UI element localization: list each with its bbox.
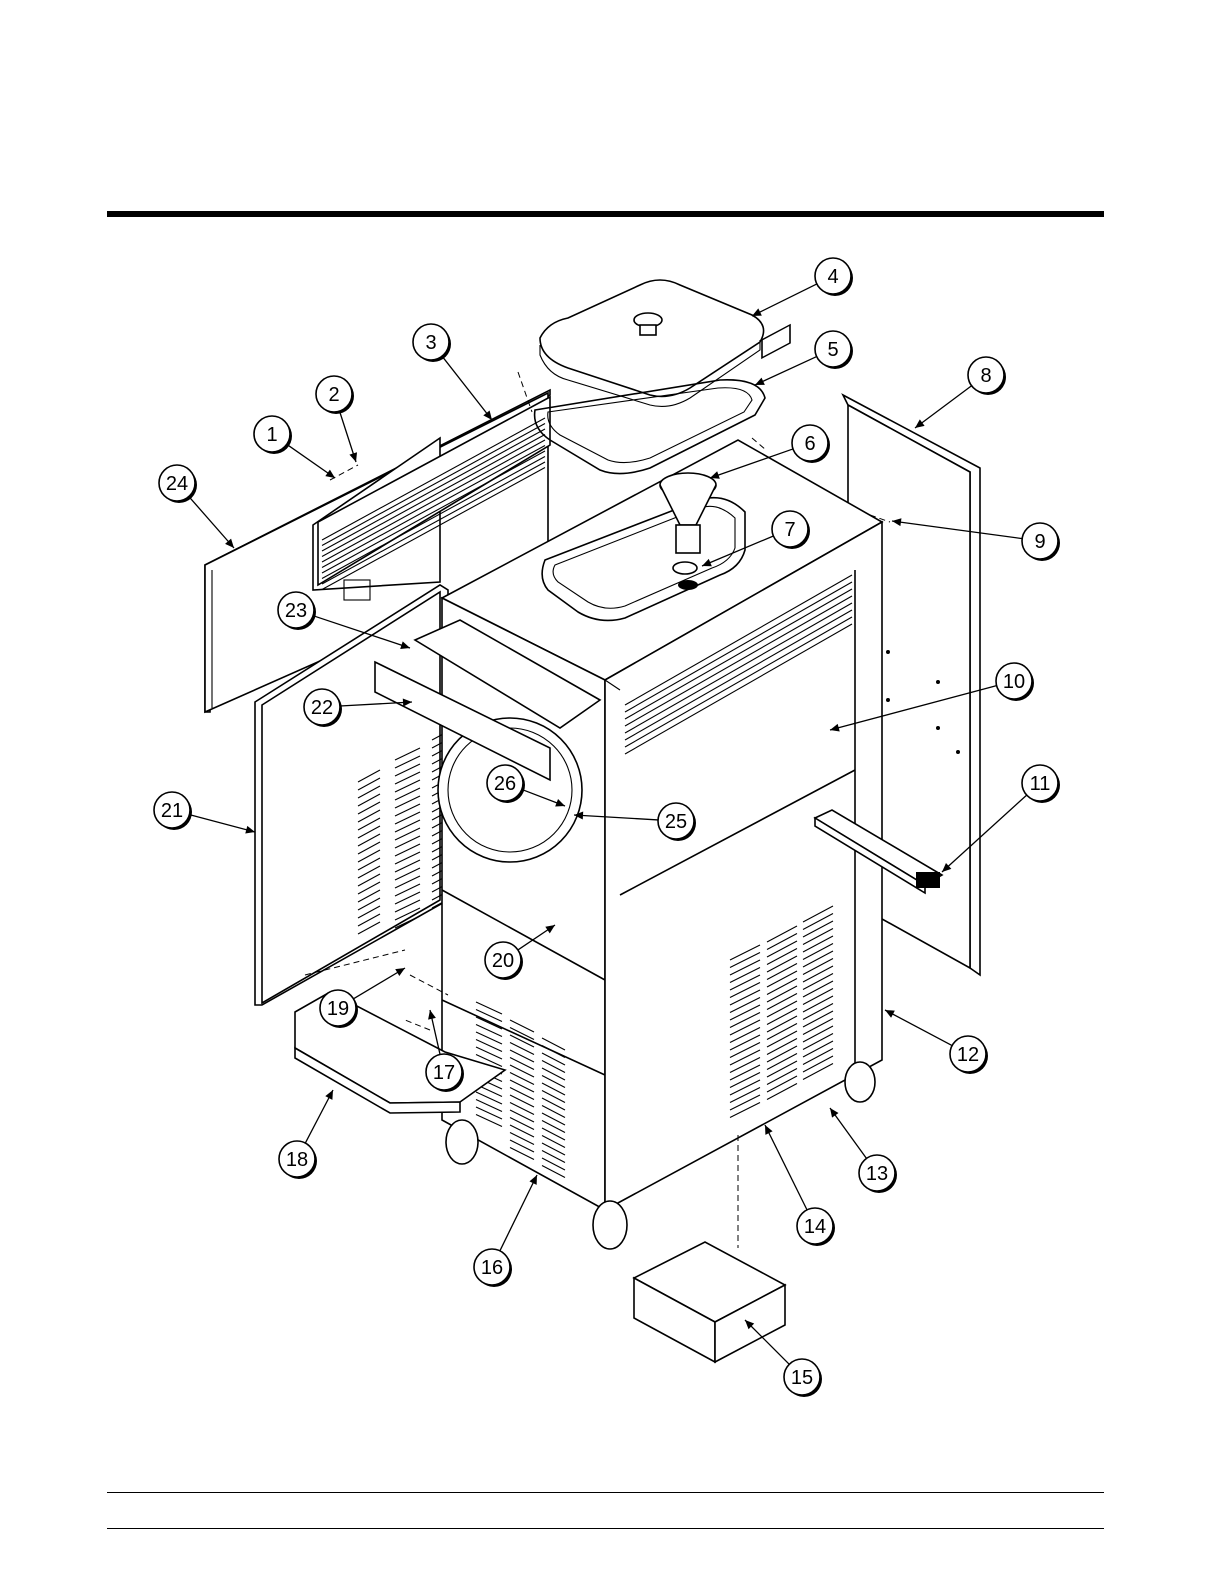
- callout-5: 5: [815, 331, 853, 369]
- callout-10: 10: [996, 663, 1034, 701]
- callout-number: 14: [804, 1216, 826, 1238]
- callout-18: 18: [279, 1141, 317, 1179]
- leader-line-19: [353, 968, 405, 999]
- leader-arrow-21: [245, 826, 255, 834]
- leader-arrow-13: [830, 1108, 839, 1118]
- callout-number: 1: [266, 424, 277, 446]
- callout-number: 3: [425, 332, 436, 354]
- callout-number: 7: [784, 519, 795, 541]
- leader-arrow-1: [325, 470, 335, 478]
- callout-1: 1: [254, 416, 292, 454]
- leader-line-12: [885, 1010, 952, 1046]
- callout-number: 17: [433, 1062, 455, 1084]
- leader-arrow-2: [349, 452, 357, 462]
- callout-6: 6: [792, 425, 830, 463]
- leader-line-4: [752, 284, 817, 316]
- callout-number: 6: [804, 433, 815, 455]
- callout-number: 24: [166, 473, 188, 495]
- callout-number: 8: [980, 365, 991, 387]
- callout-8: 8: [968, 357, 1006, 395]
- callout-9: 9: [1022, 523, 1060, 561]
- leader-arrow-19: [395, 968, 405, 976]
- callout-number: 25: [665, 811, 687, 833]
- callout-4: 4: [815, 258, 853, 296]
- callout-number: 2: [328, 384, 339, 406]
- callout-number: 23: [285, 600, 307, 622]
- callout-number: 10: [1003, 671, 1025, 693]
- callout-number: 22: [311, 697, 333, 719]
- callout-16: 16: [474, 1249, 512, 1287]
- leader-line-24: [189, 497, 234, 548]
- callout-number: 21: [161, 800, 183, 822]
- callout-number: 9: [1034, 531, 1045, 553]
- callout-number: 5: [827, 339, 838, 361]
- callout-number: 19: [327, 998, 349, 1020]
- leader-line-5: [755, 357, 817, 385]
- leader-arrow-8: [915, 419, 925, 428]
- callout-number: 16: [481, 1257, 503, 1279]
- callout-15: 15: [784, 1359, 822, 1397]
- callout-number: 13: [866, 1163, 888, 1185]
- callout-14: 14: [797, 1208, 835, 1246]
- leader-line-8: [915, 386, 972, 428]
- callout-number: 20: [492, 950, 514, 972]
- callout-13: 13: [859, 1155, 897, 1193]
- callout-number: 18: [286, 1149, 308, 1171]
- callout-21: 21: [154, 792, 192, 830]
- callout-12: 12: [950, 1036, 988, 1074]
- callout-number: 4: [827, 266, 838, 288]
- callout-3: 3: [413, 324, 451, 362]
- drain-pan: [634, 1242, 785, 1362]
- callout-2: 2: [316, 376, 354, 414]
- leader-line-14: [765, 1125, 807, 1210]
- leader-line-13: [830, 1108, 866, 1158]
- callout-number: 26: [494, 773, 516, 795]
- callout-number: 11: [1030, 773, 1051, 795]
- leader-arrow-17: [428, 1010, 436, 1020]
- callout-number: 12: [957, 1044, 979, 1066]
- callout-number: 15: [791, 1367, 813, 1389]
- leader-line-16: [500, 1175, 537, 1251]
- callout-11: 11: [1022, 765, 1060, 803]
- callout-24: 24: [159, 465, 197, 503]
- leader-arrow-3: [483, 410, 492, 420]
- leader-line-3: [442, 356, 492, 420]
- leader-line-21: [189, 815, 255, 832]
